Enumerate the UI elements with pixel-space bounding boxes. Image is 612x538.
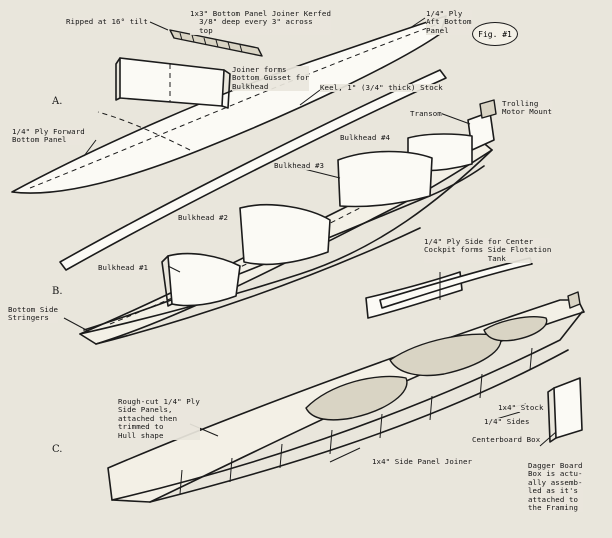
label-bulkhead-2: Bulkhead #2 (178, 213, 229, 223)
label-bulkhead-4: Bulkhead #4 (340, 133, 391, 143)
cockpit-aft (305, 375, 408, 421)
label-transom: Transom (410, 109, 442, 119)
label-aft-bottom: 1/4" Ply Aft Bottom Panel (426, 9, 472, 36)
section-label-a: A. (52, 96, 63, 107)
label-rough-cut: Rough-cut 1/4" Ply Side Panels, attached… (118, 397, 200, 441)
label-ripped: Ripped at 16° tilt (66, 17, 148, 27)
label-side-flotation: 1/4" Ply Side for Center Cockpit forms S… (424, 237, 552, 264)
label-1-4-sides: 1/4" Sides (484, 417, 530, 427)
label-bulkhead-3: Bulkhead #3 (274, 161, 325, 171)
label-keel: Keel, 1" (3/4" thick) Stock (320, 83, 443, 93)
figure-badge: Fig. #1 (472, 22, 518, 46)
label-bottom-stringers: Bottom Side Stringers (8, 305, 59, 323)
gusset-block (119, 57, 225, 107)
label-joiner-forms: Joiner forms Bottom Gusset for Bulkhead (232, 65, 310, 92)
label-1x4-stock: 1x4" Stock (498, 403, 544, 413)
section-b-hull-frame (63, 99, 497, 345)
dagger-board-box (553, 377, 583, 439)
cockpit-forward (483, 316, 548, 342)
bulkhead-1 (167, 252, 241, 307)
trolling-motor-mount (479, 99, 497, 119)
section-c-assembled-hull (107, 257, 585, 503)
label-side-joiner: 1x4" Side Panel Joiner (372, 457, 473, 467)
cockpit-center (389, 333, 502, 377)
side-panel-strip (379, 257, 533, 309)
label-dagger-board: Dagger Board Box is actu- ally assemb- l… (528, 461, 583, 513)
bottom-panel-joiner (169, 29, 263, 57)
label-forward-bottom: 1/4" Ply Forward Bottom Panel (12, 127, 85, 145)
section-a-bottom-panels (11, 15, 447, 271)
section-label-b: B. (52, 286, 63, 297)
bulkhead-2 (239, 203, 331, 266)
bulkhead-3 (337, 150, 433, 208)
keel-stock (59, 69, 447, 271)
label-centerboard: Centerboard Box (472, 435, 541, 445)
section-label-c: C. (52, 444, 63, 455)
label-bulkhead-1: Bulkhead #1 (98, 263, 149, 273)
label-trolling: Trolling Motor Mount (502, 99, 553, 117)
label-joiner-kerfed: 1x3" Bottom Panel Joiner Kerfed 3/8" dee… (190, 9, 332, 36)
